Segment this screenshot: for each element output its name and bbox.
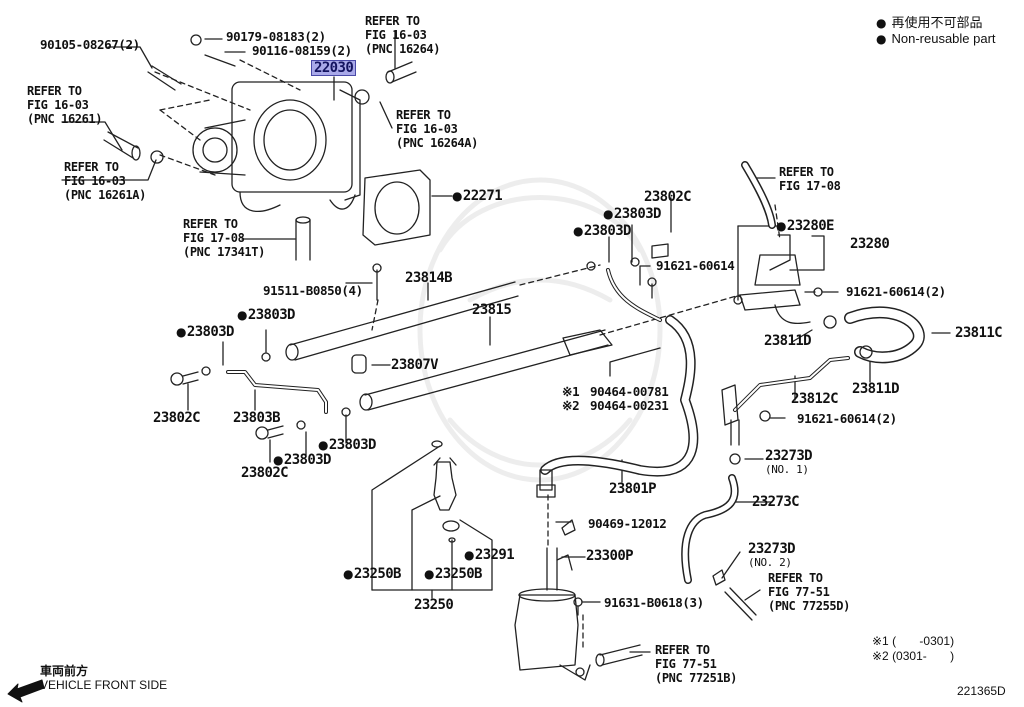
hose-23811c [823,306,925,364]
part-note-no1: (NO. 1) [765,463,809,476]
hoses-top [103,61,417,261]
part-label-22271[interactable]: 22271 [452,189,503,203]
part-label-90464-00231[interactable]: 90464-00231 [590,398,669,413]
part-label-23801p[interactable]: 23801P [609,481,657,497]
part-label-23803b[interactable]: 23803B [233,410,281,426]
part-label-23250b[interactable]: 23250B [424,567,483,581]
part-label-23811d[interactable]: 23811D [852,381,900,397]
part-label-23250[interactable]: 23250 [414,597,454,613]
part-label-23803d[interactable]: 23803D [603,207,662,221]
vehicle-front-arrow [7,679,45,703]
part-label-91621[interactable]: 91621-60614 [656,258,735,273]
legend-item-en: ●Non-reusable part [876,31,996,46]
part-label-23811d[interactable]: 23811D [764,333,812,349]
leader-lines [61,31,951,653]
pipe-23812c [721,356,850,465]
part-label-23803d[interactable]: 23803D [318,438,377,452]
part-label-23802c[interactable]: 23802C [153,410,201,426]
part-label-23291[interactable]: 23291 [464,548,515,562]
part-label-91621[interactable]: 91621-60614(2) [846,284,946,299]
part-label-23815[interactable]: 23815 [472,302,512,318]
note-marker-2: ※2 [562,398,580,413]
part-label-23803d[interactable]: 23803D [273,453,332,467]
part-label-23814b[interactable]: 23814B [405,270,453,286]
part-label-23803d[interactable]: 23803D [573,224,632,238]
bullet-icon: ● [876,16,887,30]
pressure-regulator [733,161,823,325]
fuel-injector [431,440,460,543]
part-label-23280[interactable]: 23280 [850,236,890,252]
part-label-23803d[interactable]: 23803D [237,308,296,322]
part-label-22030-highlighted[interactable]: 22030 [311,60,357,76]
bullet-icon: ● [876,32,887,46]
part-label-23280e[interactable]: 23280E [776,219,835,233]
vehicle-front-label: 車両前方 VEHICLE FRONT SIDE [40,664,168,692]
part-label-23250b[interactable]: 23250B [343,567,402,581]
gasket-drawing [362,169,431,246]
part-label-90179[interactable]: 90179-08183(2) [226,29,326,44]
fuel-rails [285,263,613,411]
serial-notes: ※1 ( -0301)※2 (0301- ) [872,634,955,663]
part-label-23802c[interactable]: 23802C [644,189,692,205]
part-label-23273d-no2[interactable]: 23273D [748,541,796,557]
figure-id: 221365D [957,684,1006,698]
part-label-23273d-no1[interactable]: 23273D [765,448,813,464]
part-label-91511[interactable]: 91511-B0850(4) [263,283,363,298]
throttle-body-drawing [192,81,361,212]
note-marker-1: ※1 [562,384,580,399]
part-label-90469[interactable]: 90469-12012 [588,516,667,531]
part-label-23300p[interactable]: 23300P [586,548,634,564]
fuel-pump [514,519,591,681]
part-label-90105[interactable]: 90105-08267(2) [40,37,140,52]
return-hose [595,644,643,667]
part-label-91621[interactable]: 91621-60614(2) [797,411,897,426]
part-label-23807v[interactable]: 23807V [391,357,439,373]
part-label-23802c[interactable]: 23802C [241,465,289,481]
legend-item-jp: ●再使用不可部品 [876,15,983,30]
part-label-23273c[interactable]: 23273C [752,494,800,510]
part-label-23812c[interactable]: 23812C [791,391,839,407]
legend: ●再使用不可部品 ●Non-reusable part [876,15,996,47]
part-label-90464-00781[interactable]: 90464-00781 [590,384,669,399]
part-label-90116[interactable]: 90116-08159(2) [252,43,352,58]
part-label-23803d[interactable]: 23803D [176,325,235,339]
fuel-hose-23801p [536,315,699,498]
fuel-pipes [170,243,669,440]
part-label-91631[interactable]: 91631-B0618(3) [604,595,704,610]
hose-23273c [681,474,757,621]
bolts-top [147,34,236,91]
part-note-no2: (NO. 2) [748,556,792,569]
part-label-23811c[interactable]: 23811C [955,325,1003,341]
